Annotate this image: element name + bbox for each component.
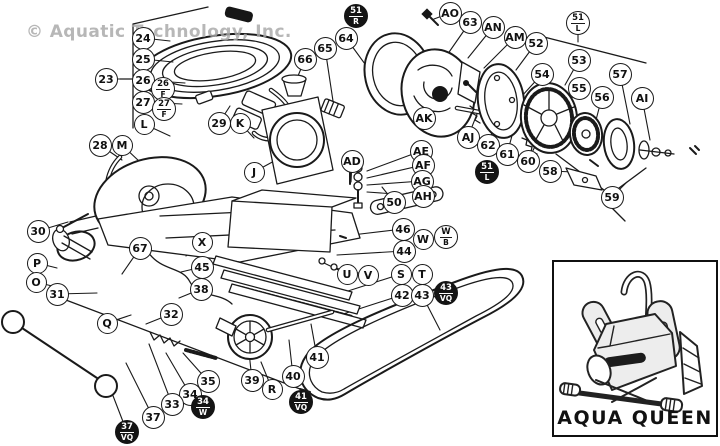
callout-30: 30	[26, 219, 50, 243]
callout-AK: AK	[412, 106, 436, 130]
callout-24: 24	[131, 26, 155, 50]
callout-suffix: W	[198, 408, 208, 417]
callout-66: 66	[293, 47, 317, 71]
chassis-frame	[97, 189, 367, 329]
callout-V: V	[357, 264, 379, 286]
callout-Q: Q	[96, 312, 118, 334]
copyright-watermark: © Aquatic Technology, Inc.	[26, 22, 292, 42]
callout-number: 37	[120, 421, 134, 433]
callout-U: U	[336, 263, 358, 285]
callout-59: 59	[600, 185, 624, 209]
callout-M: M	[111, 134, 133, 156]
callout-50: 50	[382, 190, 406, 214]
callout-number: 43	[439, 282, 453, 294]
callout-63: 63	[458, 10, 482, 34]
callout-number: 26	[156, 78, 170, 90]
callout-suffix: VQ	[120, 433, 134, 442]
callout-45: 45	[190, 255, 214, 279]
callout-number: 51	[349, 5, 363, 17]
callout-J: J	[243, 161, 265, 183]
callout-43: 43	[410, 283, 434, 307]
callout-57: 57	[608, 62, 632, 86]
callout-suffix: B	[443, 238, 449, 247]
callout-44: 44	[392, 239, 416, 263]
callout-41: 41	[305, 345, 329, 369]
callout-38: 38	[189, 277, 213, 301]
callout-suffix: F	[160, 90, 166, 99]
callout-number: 27	[157, 98, 171, 110]
callout-56: 56	[590, 85, 614, 109]
callout-35: 35	[196, 369, 220, 393]
callout-AN: AN	[481, 15, 505, 39]
callout-W: W	[412, 228, 434, 250]
callout-number: 51	[571, 12, 585, 24]
aqua-queen-illustration	[559, 270, 703, 413]
callout-AH: AH	[411, 184, 435, 208]
inset-product-name: AQUA QUEEN	[557, 407, 713, 429]
callout-R: R	[261, 378, 283, 400]
callout-32: 32	[159, 302, 183, 326]
gear-train	[476, 63, 700, 191]
callout-suffix: L	[575, 24, 581, 33]
callout-28: 28	[88, 133, 112, 157]
callout-AD: AD	[340, 149, 364, 173]
callout-L: L	[133, 113, 155, 135]
callout-46: 46	[391, 217, 415, 241]
callout-39: 39	[240, 368, 264, 392]
callout-S: S	[390, 263, 412, 285]
callout-52: 52	[524, 31, 548, 55]
callout-37: 37	[141, 405, 165, 429]
callout-AM: AM	[503, 25, 527, 49]
callout-33: 33	[160, 392, 184, 416]
callout-54: 54	[530, 62, 554, 86]
callout-AI: AI	[630, 86, 654, 110]
callout-O: O	[25, 271, 47, 293]
callout-number: W	[440, 226, 452, 238]
callout-X: X	[191, 231, 213, 253]
callout-number: 34	[196, 396, 210, 408]
callout-P: P	[26, 252, 48, 274]
callout-suffix: VQ	[439, 294, 453, 303]
callout-23: 23	[94, 67, 118, 91]
callout-suffix: F	[161, 110, 167, 119]
callout-67: 67	[128, 236, 152, 260]
callout-suffix: VQ	[294, 403, 308, 412]
callout-T: T	[411, 263, 433, 285]
callout-25: 25	[131, 47, 155, 71]
steering-rods	[1, 296, 311, 398]
callout-suffix: L	[484, 173, 490, 182]
callout-64: 64	[334, 26, 358, 50]
callout-AO: AO	[438, 1, 462, 25]
callout-58: 58	[538, 159, 562, 183]
callout-65: 65	[313, 36, 337, 60]
inset-box: AQUA QUEEN	[552, 260, 718, 437]
callout-53: 53	[567, 48, 591, 72]
callout-number: 51	[480, 161, 494, 173]
callout-29: 29	[207, 111, 231, 135]
callout-61: 61	[495, 142, 519, 166]
callout-31: 31	[45, 282, 69, 306]
callout-40: 40	[281, 364, 305, 388]
callout-60: 60	[516, 149, 540, 173]
callout-suffix: R	[353, 17, 359, 26]
callout-number: 41	[294, 391, 308, 403]
aqua-queen-machine	[559, 270, 703, 413]
volute-housing	[261, 74, 345, 185]
callout-K: K	[229, 112, 251, 134]
wheel-assembly	[227, 309, 335, 360]
callout-55: 55	[567, 76, 591, 100]
callout-42: 42	[390, 283, 414, 307]
